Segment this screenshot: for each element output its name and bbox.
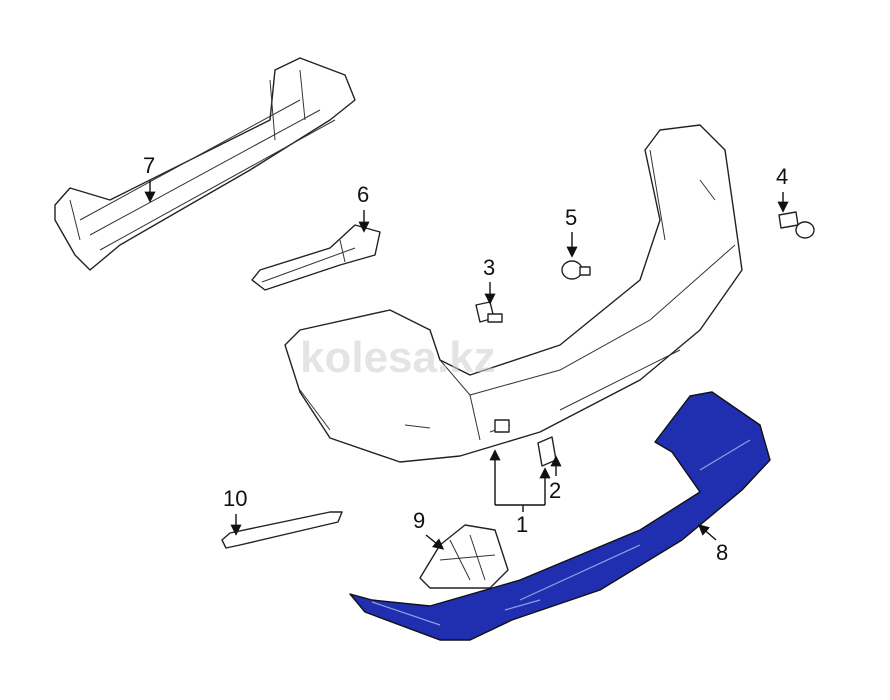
callout-4: 4 — [776, 164, 788, 189]
part-10-trim-strip — [221, 511, 343, 549]
callout-9: 9 — [413, 508, 425, 533]
part-1-bumper-cover — [284, 124, 743, 463]
callout-8: 8 — [716, 540, 728, 565]
callout-5: 5 — [565, 205, 577, 230]
watermark: kolesa.kz — [300, 333, 496, 382]
part-8-lower-valance — [349, 391, 771, 641]
leader-lines — [144, 180, 789, 550]
callout-3: 3 — [483, 255, 495, 280]
callout-1: 1 — [516, 512, 528, 537]
part-9-bracket — [419, 524, 509, 589]
callout-2: 2 — [549, 478, 561, 503]
part-7-bumper-reinforcement — [54, 57, 356, 271]
part-6-bracket — [251, 224, 381, 291]
callout-7: 7 — [143, 153, 155, 178]
callout-10: 10 — [223, 486, 247, 511]
part-4-screw — [778, 211, 815, 239]
part-3-bolt — [475, 301, 503, 323]
part-2-clip — [537, 436, 557, 467]
part-5-retainer — [561, 260, 591, 280]
callout-6: 6 — [357, 182, 369, 207]
